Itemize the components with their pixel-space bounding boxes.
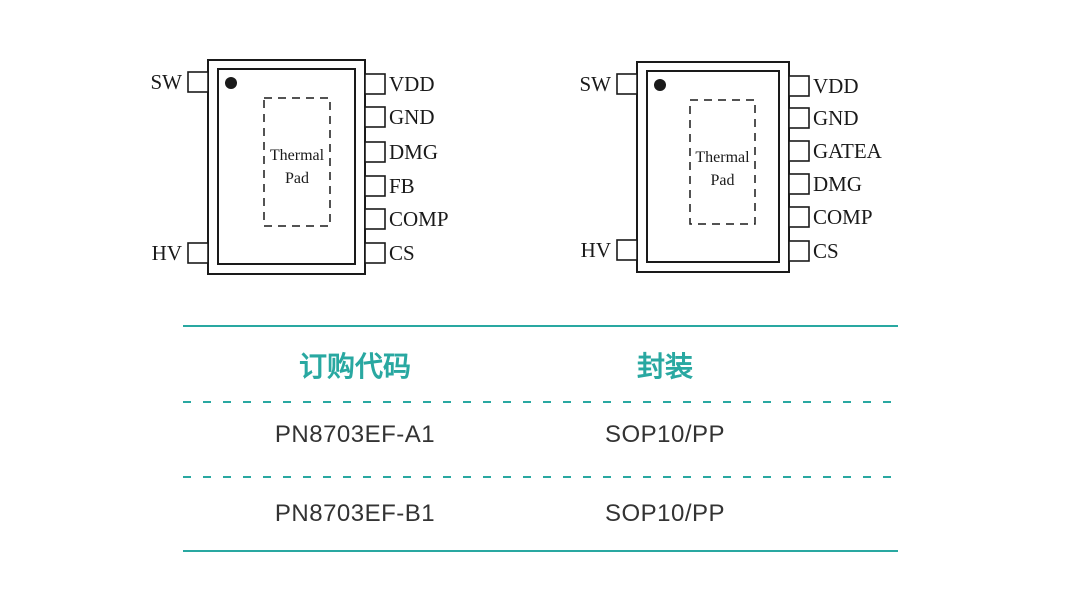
pin-label: DMG: [389, 140, 438, 164]
pin-label: SW: [151, 70, 183, 94]
thermal-pad-outline: [689, 99, 756, 225]
pin-lead: [788, 206, 810, 228]
pin-label: HV: [581, 238, 611, 262]
pin-label: FB: [389, 174, 415, 198]
pin-label: GND: [389, 105, 435, 129]
table-top-border: [183, 325, 898, 327]
pin-label: HV: [152, 241, 182, 265]
pin-label: VDD: [813, 74, 859, 98]
row-order-code: PN8703EF-A1: [274, 421, 436, 448]
row-order-code: PN8703EF-B1: [274, 500, 436, 527]
pin-lead: [364, 242, 386, 264]
pin-lead: [616, 73, 638, 95]
row-package: SOP10/PP: [604, 500, 726, 527]
thermal-pad-label: Thermal: [270, 147, 325, 164]
pin-label: DMG: [813, 172, 862, 196]
pin-lead: [364, 106, 386, 128]
table-bottom-border: [183, 550, 898, 552]
thermal-pad-label: Pad: [711, 172, 735, 189]
pin-lead: [788, 75, 810, 97]
thermal-pad-outline: [263, 97, 331, 227]
pin-label: GND: [813, 106, 859, 130]
table-divider: [183, 401, 898, 403]
header-package: 封装: [636, 351, 693, 382]
pin-lead: [364, 175, 386, 197]
pin-lead: [788, 107, 810, 129]
pin-lead: [187, 71, 209, 93]
package-outline: [636, 61, 790, 273]
pin-lead: [364, 73, 386, 95]
package-inner-outline: [646, 70, 780, 263]
thermal-pad-label: Thermal: [695, 149, 750, 166]
pin1-marker-dot: [225, 77, 237, 89]
package-outline: [207, 59, 366, 275]
pin-label: SW: [580, 72, 612, 96]
thermal-pad-label: Pad: [285, 170, 309, 187]
pin-label: CS: [813, 239, 839, 263]
pin-label: COMP: [813, 205, 873, 229]
row-package: SOP10/PP: [604, 421, 726, 448]
pin-lead: [616, 239, 638, 261]
pin-label: CS: [389, 241, 415, 265]
pin-label: COMP: [389, 207, 449, 231]
pin-label: VDD: [389, 72, 435, 96]
pin-label: GATEA: [813, 139, 883, 163]
pin-lead: [788, 240, 810, 262]
pin-lead: [187, 242, 209, 264]
pin-lead: [364, 208, 386, 230]
pin-lead: [788, 173, 810, 195]
pin-lead: [364, 141, 386, 163]
package-inner-outline: [217, 68, 356, 265]
ic-pinout-diagrams: ThermalPadVDDGNDDMGFBCOMPCSSWHVThermalPa…: [151, 59, 883, 275]
table-divider: [183, 476, 898, 478]
header-order-code: 订购代码: [298, 351, 411, 382]
pin-lead: [788, 140, 810, 162]
pin1-marker-dot: [654, 79, 666, 91]
